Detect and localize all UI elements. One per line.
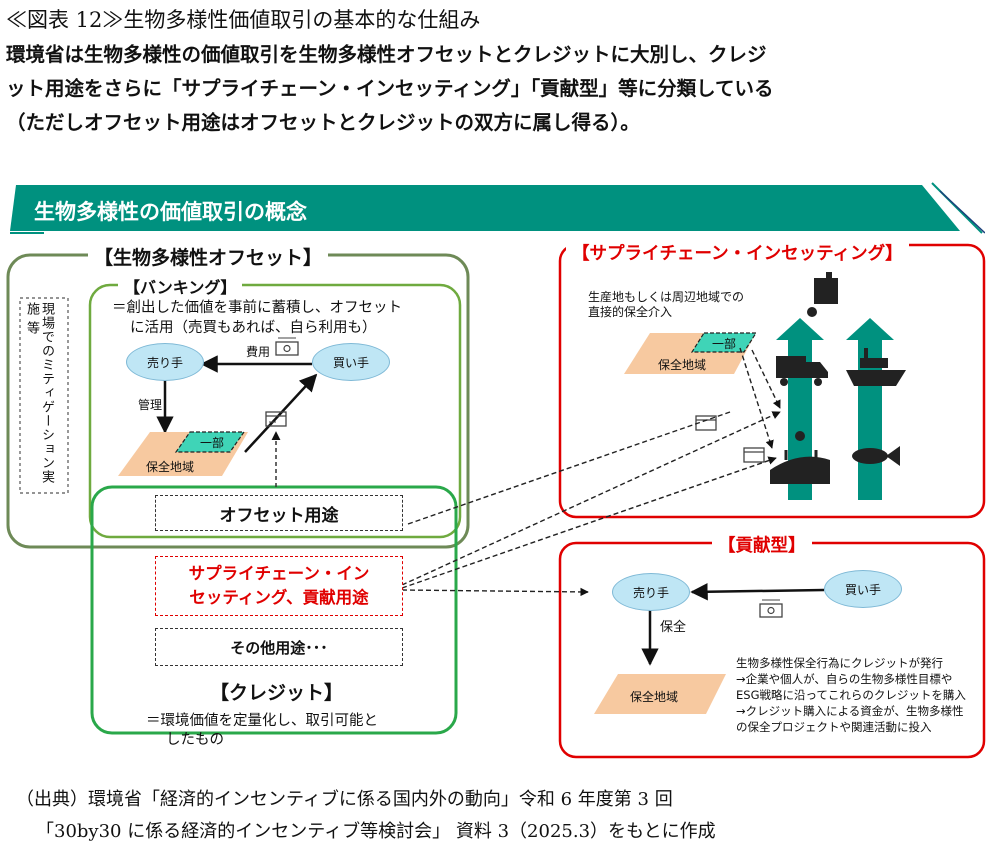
contribution-land <box>594 674 726 714</box>
credit-card-icon <box>743 447 765 463</box>
offset-side-note: 現場でのミティゲーション実施 等 <box>24 302 54 484</box>
insetting-note-line1: 生産地もしくは周辺地域での <box>588 290 745 304</box>
banking-label: 【バンキング】 <box>118 274 243 298</box>
offset-use-box: オフセット用途 <box>155 495 403 531</box>
intro-line: 環境省は生物多様性の価値取引を生物多様性オフセットとクレジットに大別し、クレジ <box>6 43 767 66</box>
insetting-label: 【サプライチェーン・インセッティング】 <box>566 240 909 265</box>
supply-contribution-use-box: サプライチェーン・イン セッティング、貢献用途 <box>155 556 403 616</box>
offset-label: 【生物多様性オフセット】 <box>88 243 329 270</box>
contribution-buyer-node: 買い手 <box>824 570 902 608</box>
contribution-land-label: 保全地域 <box>630 690 679 704</box>
credit-box <box>90 485 458 735</box>
cash-icon <box>275 337 299 356</box>
banking-part <box>174 431 246 453</box>
source-line1: （出典）環境省「経済的インセンティブに係る国内外の動向」令和 6 年度第 3 回 <box>16 789 673 810</box>
credit-card-icon <box>265 411 287 427</box>
buyer-node: 買い手 <box>312 343 390 381</box>
figure-title: ≪図表 12≫生物多様性価値取引の基本的な仕組み <box>6 8 481 32</box>
supply-use-line1: サプライチェーン・イン <box>188 564 370 583</box>
insetting-part <box>690 332 758 353</box>
cash-icon <box>759 599 783 618</box>
intro-paragraph: 環境省は生物多様性の価値取引を生物多様性オフセットとクレジットに大別し、クレジ … <box>6 38 991 140</box>
intro-line: ット用途をさらに「サプライチェーン・インセッティング」「貢献型」等に分類している <box>6 77 774 100</box>
source-note: （出典）環境省「経済的インセンティブに係る国内外の動向」令和 6 年度第 3 回… <box>16 784 716 848</box>
banking-part-label: 一部 <box>200 436 225 450</box>
banner-title: 生物多様性の価値取引の概念 <box>34 200 307 224</box>
supply-up-arrow-right <box>846 318 894 500</box>
conserve-label: 保全 <box>660 620 687 635</box>
supply-use-line2: セッティング、貢献用途 <box>189 588 369 607</box>
intro-line: （ただしオフセット用途はオフセットとクレジットの双方に属し得る）。 <box>6 111 640 134</box>
contribution-desc-line: ESG戦略に沿ってこれらのクレジットを購入 <box>736 688 966 702</box>
seller-node: 売り手 <box>126 343 204 381</box>
credit-label: 【クレジット】 <box>210 682 344 704</box>
contribution-desc-line: の保全プロジェクトや関連活動に投入 <box>736 720 932 734</box>
banking-box <box>88 283 462 539</box>
insetting-part-label: 一部 <box>712 337 737 351</box>
contribution-description: 生物多様性保全行為にクレジットが発行 →企業や個人が、自らの生物多様性目標や E… <box>736 655 966 735</box>
contribution-desc-line: →企業や個人が、自らの生物多様性目標や <box>736 672 953 686</box>
credit-desc-line1: ＝環境価値を定量化し、取引可能と <box>146 713 378 729</box>
side-note-box <box>19 297 69 494</box>
ship-icon <box>846 348 906 386</box>
banking-desc-line2: に活用（売買もあれば、自ら利用も） <box>130 320 377 336</box>
other-use-box: その他用途･･･ <box>155 628 403 666</box>
contribution-desc-line: 生物多様性保全行為にクレジットが発行 <box>736 656 943 670</box>
source-line2: 「30by30 に係る経済的インセンティブ等検討会」 資料 3（2025.3）を… <box>36 821 716 842</box>
diagram-banner <box>10 182 985 234</box>
contribution-label: 【貢献型】 <box>712 532 812 557</box>
contribution-desc-line: →クレジット購入による資金が、生物多様性 <box>736 704 964 718</box>
insetting-note-line2: 直接的保全介入 <box>588 305 673 319</box>
grocery-bag-icon <box>807 272 838 317</box>
banking-land-label: 保全地域 <box>146 460 195 474</box>
contribution-seller-node: 売り手 <box>612 573 690 611</box>
farm-field-icon <box>770 431 830 484</box>
fish-icon <box>852 446 900 466</box>
truck-icon <box>776 356 828 386</box>
credit-desc-line2: したもの <box>166 732 224 748</box>
fee-label: 費用 <box>246 345 271 359</box>
banking-desc-line1: ＝創出した価値を事前に蓄積し、オフセット <box>112 300 402 316</box>
insetting-land-label: 保全地域 <box>658 358 707 372</box>
manage-label: 管理 <box>138 398 163 412</box>
